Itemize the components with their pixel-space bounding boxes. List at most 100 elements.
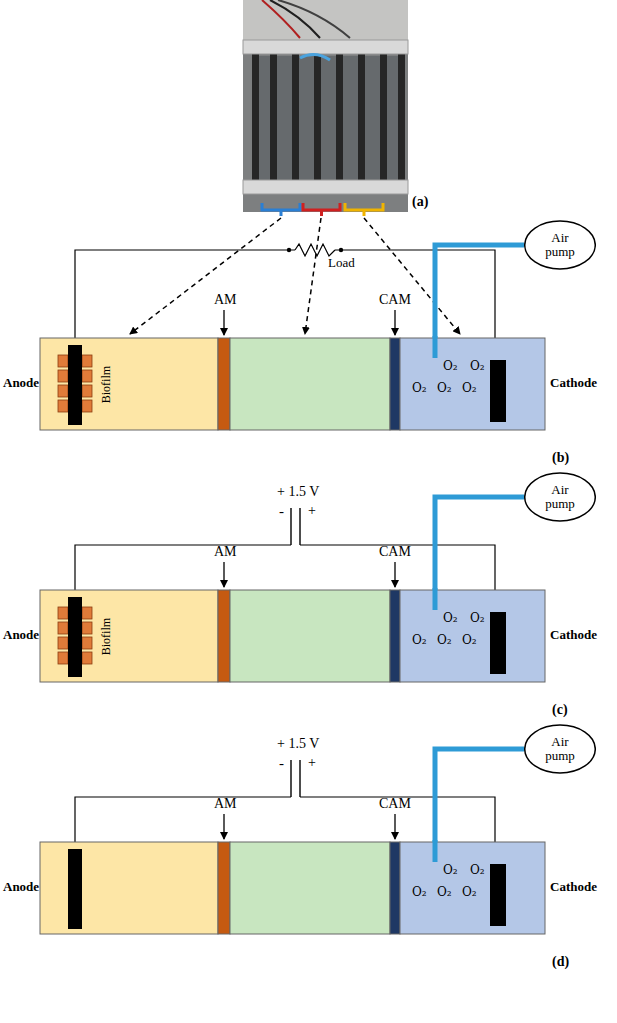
part-label: - [279,755,284,772]
biofilm [58,622,68,634]
pointer-arrow [394,562,395,587]
anode-chamber [40,590,218,682]
anode-electrode [68,345,82,425]
anode-chamber [40,338,218,430]
part-label: (a) [412,194,428,209]
biofilm [82,652,92,664]
pump-label: Air pump [545,231,575,260]
frame-plate [358,42,365,192]
oxygen-label: O₂ [412,382,427,395]
part-label: AM [214,544,237,559]
pointer-arrow [223,814,224,839]
biofilm [82,370,92,382]
wire [75,250,295,345]
frame-plate [398,42,405,192]
battery-plate [290,508,291,545]
oxygen-label: O₂ [443,864,458,877]
chamber-glass [365,56,380,180]
biofilm [82,400,92,412]
anion-membrane [218,842,230,934]
part-label: - [279,503,284,520]
oxygen-label: O₂ [462,634,477,647]
frame-plate [336,42,343,192]
pointer-arrow [394,814,395,839]
oxygen-label: O₂ [470,612,485,625]
biofilm [58,607,68,619]
cathode-chamber: O₂O₂O₂O₂O₂ [400,842,545,934]
pump-label: Air pump [545,483,575,512]
biofilm [58,355,68,367]
cation-membrane [390,338,400,430]
threaded-rod [243,40,408,54]
part-label: + 1.5 V [277,484,319,499]
cathode-electrode [490,612,506,674]
chamber-glass [299,56,314,180]
oxygen-label: O₂ [437,634,452,647]
part-label: + [308,755,316,770]
part-label: AM [214,292,237,307]
cathode-chamber [400,338,545,430]
part-label: AM [214,796,237,811]
anion-membrane [218,338,230,430]
anode-electrode [68,849,82,929]
battery-plate [290,760,291,797]
air-pump: Air pump [524,724,596,774]
part-label: + [308,503,316,518]
pump-ellipse [525,473,596,521]
frame-plate [380,42,387,192]
cathode-chamber: O₂O₂O₂O₂O₂ [400,338,545,430]
biofilm [82,637,92,649]
part-label: + 1.5 V [277,736,319,751]
part-label: Anode [3,376,39,390]
photo [243,0,408,212]
pointer-arrow [394,310,395,335]
anion-membrane [218,590,230,682]
biofilm [58,637,68,649]
cathode-electrode [490,864,506,926]
oxygen-label: O₂ [437,886,452,899]
biofilm-label: Biofilm [100,617,113,654]
photo-wire [278,0,350,38]
anode-electrode [68,597,82,677]
oxygen-label: O₂ [412,634,427,647]
wire-dot [339,248,343,252]
bracket [345,203,383,216]
biofilm [82,622,92,634]
pump-label: Air pump [545,735,575,764]
air-tube [435,497,524,590]
battery-plate [299,508,300,545]
biofilm [58,400,68,412]
threaded-rod [243,180,408,194]
pump-ellipse [525,725,596,773]
water-line [300,54,330,60]
pointer-arrow [223,310,224,335]
air-tube [433,840,438,862]
battery-plate [299,760,300,797]
air-tube [433,588,438,610]
chamber-glass [343,56,358,180]
part-label: CAM [379,544,411,559]
part-label: Anode [3,628,39,642]
bracket [303,203,340,216]
oxygen-label: O₂ [443,360,458,373]
air-tube [433,336,438,358]
part-label: Anode [3,880,39,894]
biofilm [82,385,92,397]
oxygen-label: O₂ [470,360,485,373]
pump-ellipse [525,221,596,269]
part-label: (c) [552,702,568,717]
anode-chamber [40,842,218,934]
wire [75,797,291,849]
biofilm [58,370,68,382]
frame-plate [314,42,321,192]
desalination-chamber [230,590,390,682]
biofilm-label: Biofilm [100,365,113,402]
part-label: Cathode [550,628,597,642]
part-label: (b) [552,450,569,465]
desalination-chamber [230,842,390,934]
pointer-arrow [305,218,321,334]
part-label: CAM [379,796,411,811]
cation-membrane [390,590,400,682]
part-label: Cathode [550,376,597,390]
frame-plate [270,42,277,192]
